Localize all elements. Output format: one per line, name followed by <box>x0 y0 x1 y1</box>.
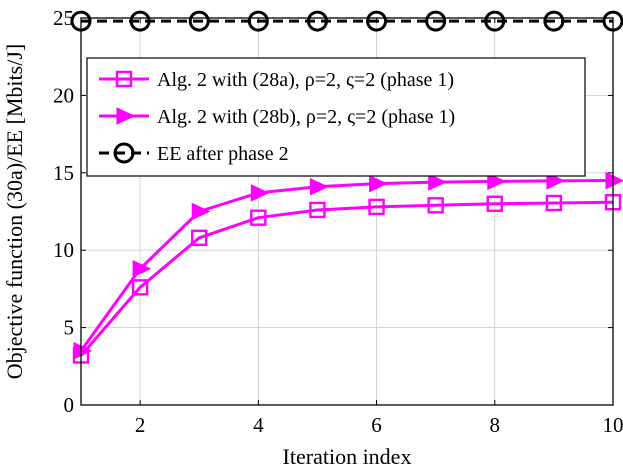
series-3-point <box>484 10 506 32</box>
legend-box <box>86 57 586 177</box>
series-2-point <box>605 171 623 190</box>
series-layer <box>70 10 623 364</box>
series-2-point <box>73 342 93 360</box>
legend-label-2: Alg. 2 with (28b), ρ=2, ς=2 (phase 1) <box>157 106 455 128</box>
series-2-point <box>309 177 329 196</box>
series-1-point <box>309 201 326 219</box>
series-2-line <box>79 179 614 352</box>
series-1-line <box>79 200 614 357</box>
series-2-point <box>250 184 270 202</box>
x-tick-label: 8 <box>490 413 501 437</box>
series-1-point <box>368 198 385 216</box>
series-1-point <box>191 229 208 247</box>
series-1-point <box>250 209 267 226</box>
y-tick-label: 5 <box>64 316 75 340</box>
series-3-point <box>425 10 447 32</box>
series-1 <box>72 194 622 364</box>
series-2-point <box>546 172 566 190</box>
y-axis-label: Objective function (30a)/EE [Mbits/J] <box>2 44 27 379</box>
x-tick-label: 2 <box>135 413 146 437</box>
legend-marker-3 <box>113 142 135 164</box>
series-3-point <box>366 10 388 32</box>
series-1-point <box>486 195 503 212</box>
x-axis-label: Iteration index <box>283 444 412 469</box>
series-2-point <box>428 173 447 191</box>
legend-marker-1 <box>115 70 133 88</box>
plot-frame <box>80 17 614 406</box>
series-1-point <box>545 194 563 212</box>
series-2-point <box>132 259 152 278</box>
y-tick-label: 20 <box>53 83 74 107</box>
legend-label-1: Alg. 2 with (28a), ρ=2, ς=2 (phase 1) <box>157 69 454 91</box>
legend-marker-2 <box>116 107 136 125</box>
ticks: 2 4 6 8 10 0 5 10 15 20 25 <box>53 6 623 437</box>
series-2-point <box>369 174 388 193</box>
series-2-point <box>191 202 211 221</box>
y-tick-label: 0 <box>64 393 75 417</box>
x-tick-label: 6 <box>371 413 382 437</box>
x-tick-label: 4 <box>253 413 264 437</box>
series-3 <box>70 10 623 32</box>
series-2 <box>73 171 623 360</box>
series-3-point <box>306 10 328 32</box>
y-tick-label: 10 <box>53 238 74 262</box>
legend-label-3: EE after phase 2 <box>157 143 289 165</box>
x-tick-label: 10 <box>603 413 623 437</box>
y-tick-label: 15 <box>53 161 74 185</box>
series-1-point <box>427 197 444 214</box>
series-3-point <box>247 10 269 32</box>
series-3-point <box>543 10 565 32</box>
series-3-point <box>129 10 151 32</box>
series-1-point <box>131 279 149 296</box>
legend: Alg. 2 with (28a), ρ=2, ς=2 (phase 1) Alg… <box>86 57 586 177</box>
series-3-point <box>188 10 210 32</box>
y-tick-label: 25 <box>53 6 74 30</box>
series-2-point <box>487 172 506 191</box>
